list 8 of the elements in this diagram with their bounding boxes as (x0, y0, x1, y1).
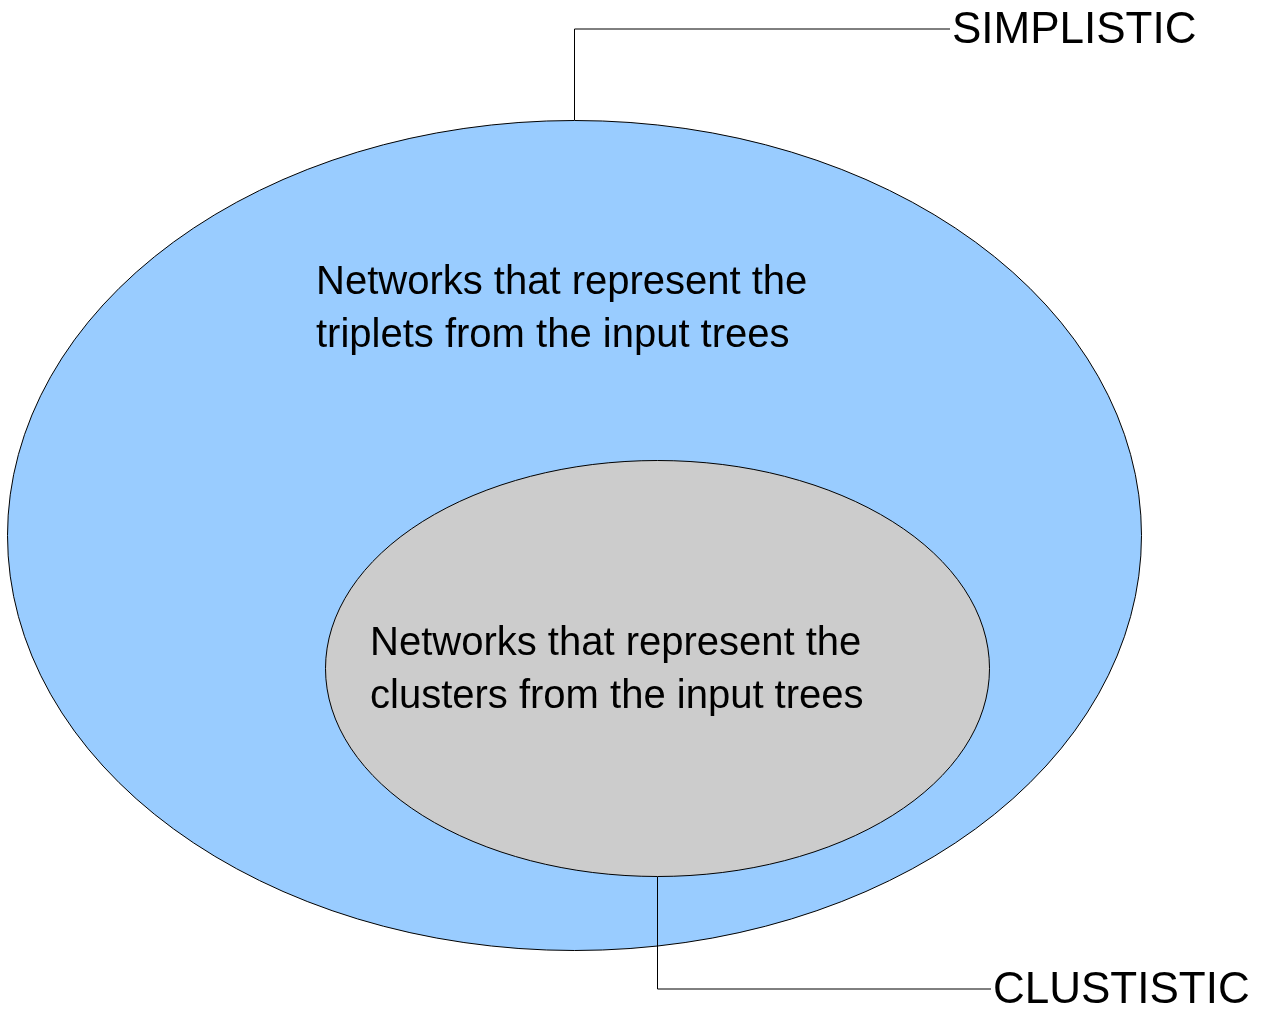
node-text: Networks that represent the triplets from the input trees (316, 257, 809, 357)
inner-ellipse (325, 460, 990, 877)
leader-line (574, 28, 951, 121)
node-text: Networks that represent the clusters from the input trees (370, 618, 865, 718)
outer-ellipse (7, 120, 1142, 951)
category-label: CLUSTISTIC (993, 963, 1250, 1010)
category-label: SIMPLISTIC (952, 3, 1197, 53)
leader-line (657, 876, 992, 990)
